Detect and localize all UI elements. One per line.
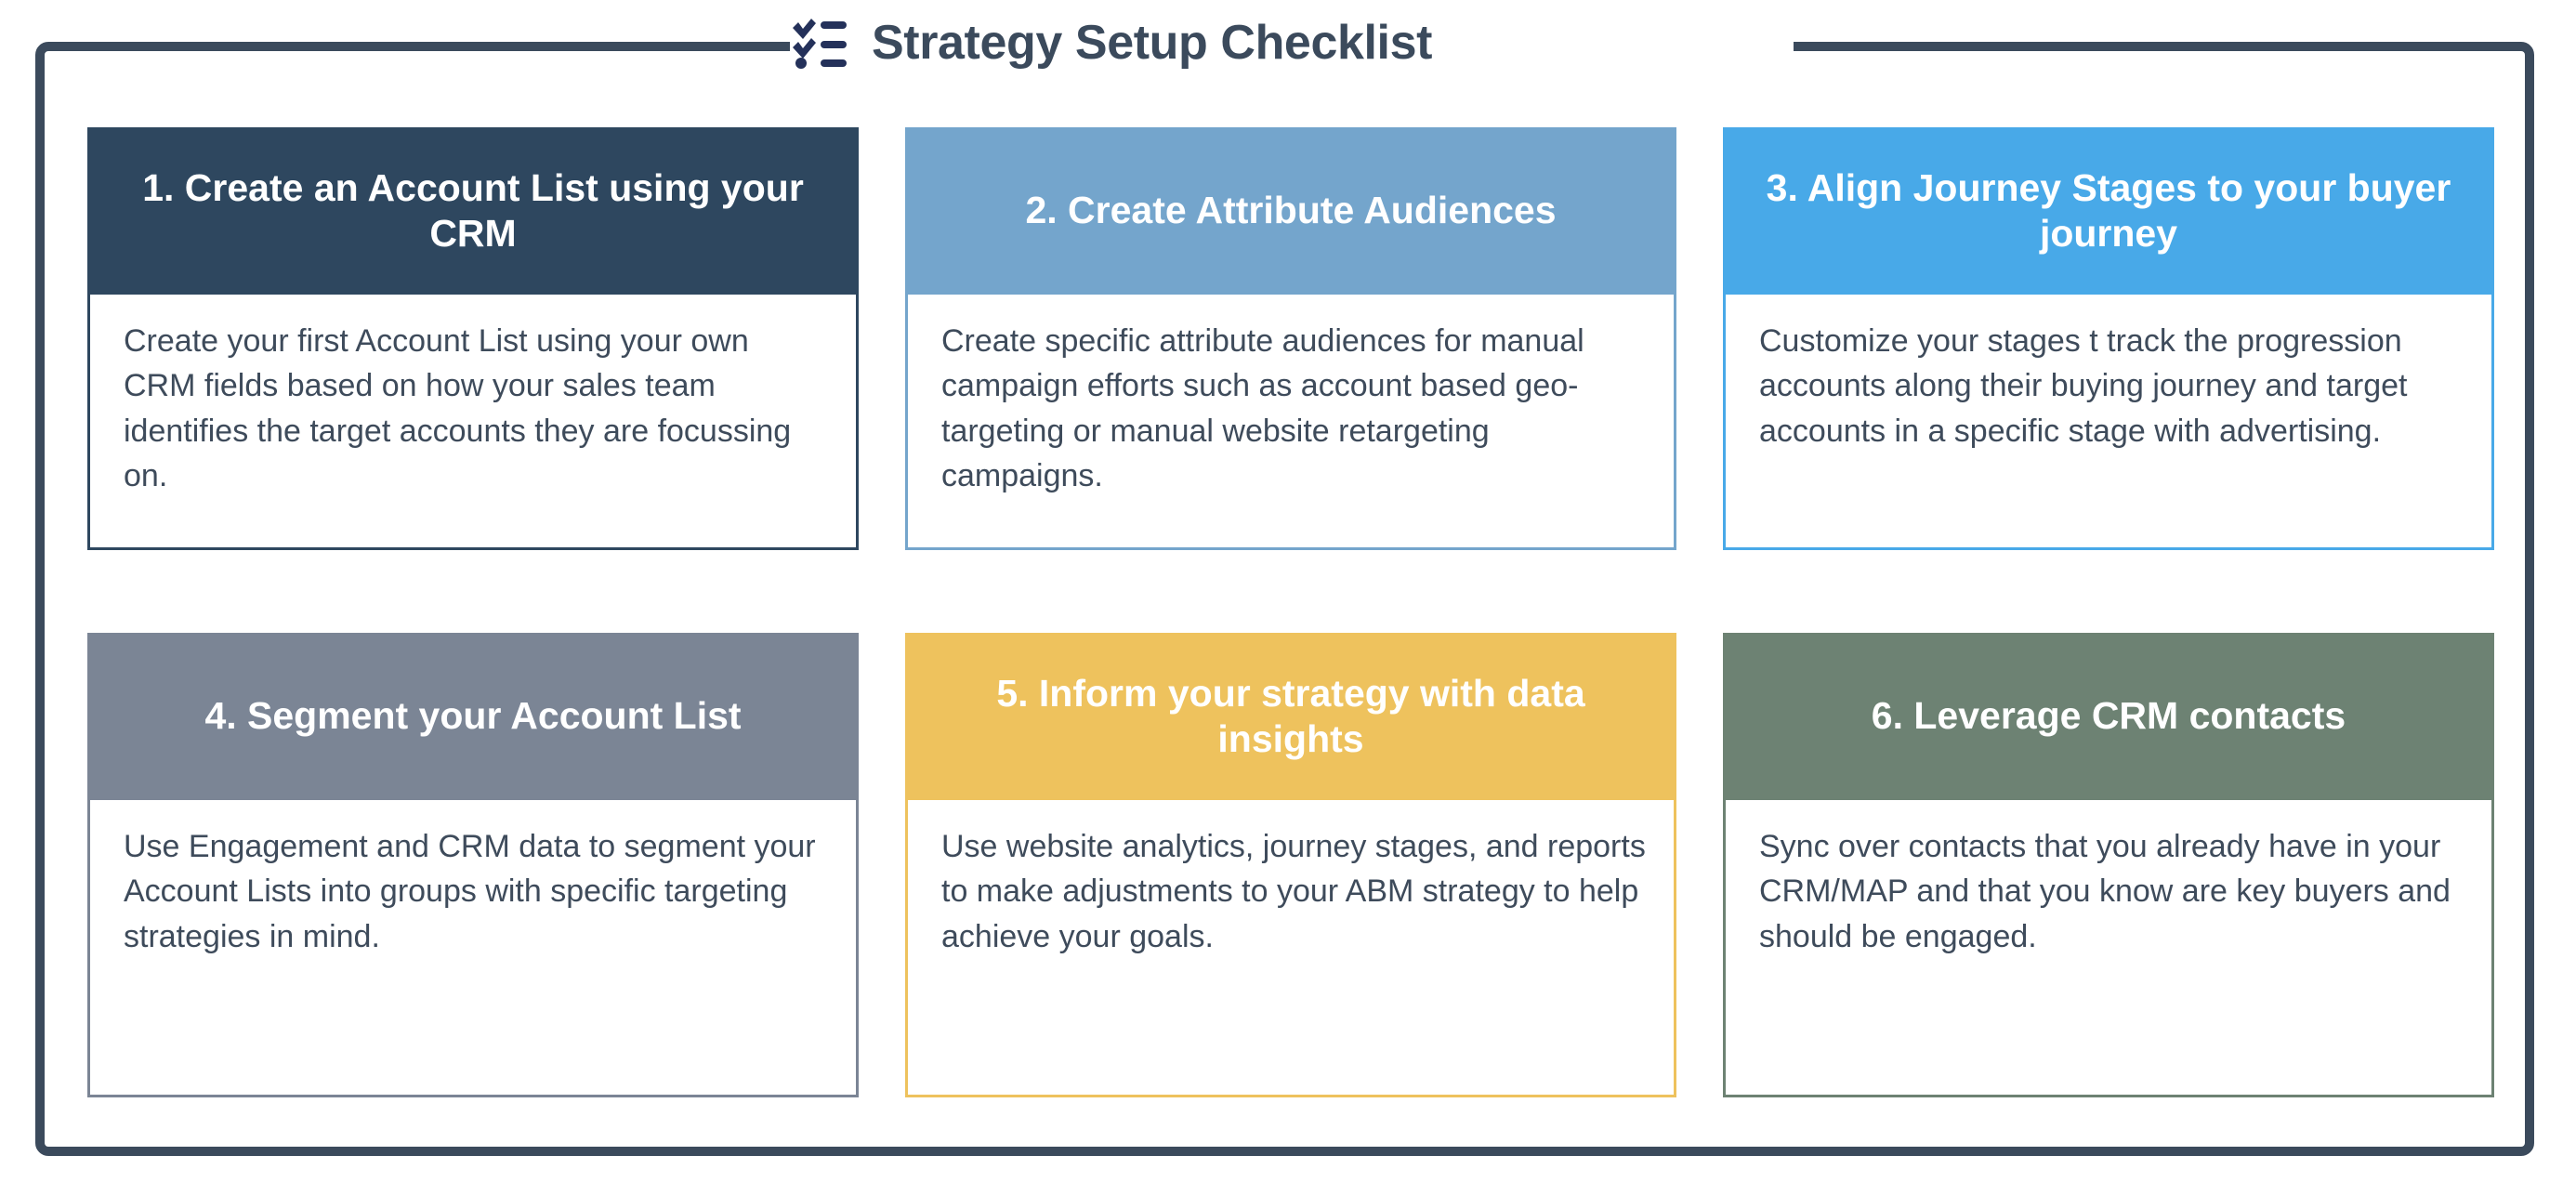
- title-notch-mask: [790, 21, 1794, 62]
- page-title: Strategy Setup Checklist: [872, 16, 1433, 70]
- card-3-body: Customize your stages t track the progre…: [1723, 295, 2494, 550]
- card-6-header: 6. Leverage CRM contacts: [1723, 633, 2494, 800]
- card-4-header: 4. Segment your Account List: [87, 633, 859, 800]
- card-2-body: Create specific attribute audiences for …: [905, 295, 1676, 550]
- card-5-body: Use website analytics, journey stages, a…: [905, 800, 1676, 1097]
- checklist-card-3: 3. Align Journey Stages to your buyer jo…: [1723, 127, 2494, 571]
- checklist-icon: [793, 19, 847, 69]
- card-4-title: 4. Segment your Account List: [204, 694, 742, 738]
- card-1-body: Create your first Account List using you…: [87, 295, 859, 550]
- card-2-header: 2. Create Attribute Audiences: [905, 127, 1676, 295]
- card-6-title: 6. Leverage CRM contacts: [1871, 694, 2346, 738]
- header: Strategy Setup Checklist: [790, 0, 1728, 85]
- card-2-title: 2. Create Attribute Audiences: [1025, 189, 1557, 232]
- checklist-card-2: 2. Create Attribute Audiences Create spe…: [905, 127, 1676, 571]
- card-4-body: Use Engagement and CRM data to segment y…: [87, 800, 859, 1097]
- card-1-title: 1. Create an Account List using your CRM: [142, 165, 804, 255]
- card-3-header: 3. Align Journey Stages to your buyer jo…: [1723, 127, 2494, 295]
- card-3-title: 3. Align Journey Stages to your buyer jo…: [1766, 165, 2451, 255]
- checklist-card-1: 1. Create an Account List using your CRM…: [87, 127, 859, 571]
- checklist-card-grid: 1. Create an Account List using your CRM…: [87, 127, 2494, 1097]
- card-6-body: Sync over contacts that you already have…: [1723, 800, 2494, 1097]
- card-5-title: 5. Inform your strategy with data insigh…: [996, 671, 1585, 760]
- card-5-header: 5. Inform your strategy with data insigh…: [905, 633, 1676, 800]
- card-1-header: 1. Create an Account List using your CRM: [87, 127, 859, 295]
